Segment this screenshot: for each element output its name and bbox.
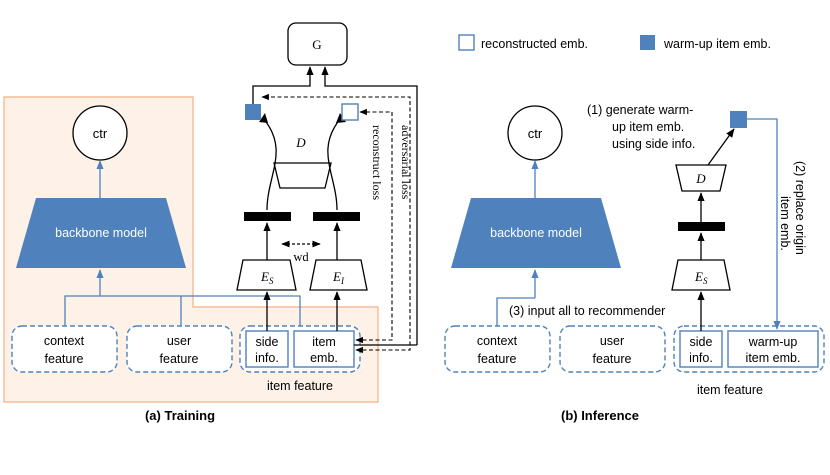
legend-reconstructed-label: reconstructed emb. bbox=[481, 37, 588, 51]
inference-ctr-label: ctr bbox=[528, 126, 543, 141]
inference-backbone-label: backbone model bbox=[490, 226, 582, 240]
training-caption: (a) Training bbox=[145, 408, 215, 423]
training-context-feature bbox=[11, 325, 118, 373]
inference-embedding-bar bbox=[678, 222, 725, 231]
legend-warmup-label: warm-up item emb. bbox=[663, 37, 771, 51]
training-user-label-2: feature bbox=[160, 352, 199, 366]
training-user-label-1: user bbox=[167, 334, 191, 348]
training-decoder-d bbox=[273, 162, 332, 189]
legend: reconstructed emb. warm-up item emb. bbox=[458, 34, 771, 51]
training-backbone-model bbox=[16, 198, 186, 268]
inference-warmup-label-2: item emb. bbox=[746, 351, 801, 365]
training-item-emb-label-1: item bbox=[312, 335, 336, 349]
training-adversarial-loss-line bbox=[261, 93, 411, 354]
training-wd-label: wd bbox=[293, 250, 309, 264]
training-item-feature-label: item feature bbox=[267, 379, 333, 393]
training-generator-g bbox=[287, 22, 348, 66]
training-panel: ctr backbone model context feature user … bbox=[3, 22, 418, 423]
training-ctr-node bbox=[72, 105, 128, 161]
training-side-info-label-1: side bbox=[256, 335, 279, 349]
training-reconstruct-loss-line bbox=[355, 108, 393, 344]
training-reconstructed-emb-square bbox=[341, 103, 359, 121]
training-adversarial-loss-label: adversarial loss bbox=[399, 125, 413, 200]
training-item-embedding-bar bbox=[313, 212, 360, 221]
inference-item-feature-label: item feature bbox=[697, 383, 763, 397]
inference-encoder-es bbox=[671, 259, 731, 291]
inference-user-feature bbox=[559, 325, 666, 373]
inference-decoder-d bbox=[675, 164, 727, 192]
inference-context-label-2: feature bbox=[478, 352, 517, 366]
inference-backbone-model bbox=[451, 198, 621, 268]
inference-panel: ctr backbone model (3) input all to reco… bbox=[444, 103, 825, 423]
inference-warmup-emb-box bbox=[727, 330, 819, 368]
training-reconstruct-loss-label: reconstruct loss bbox=[370, 125, 384, 200]
training-item-emb-label-2: emb. bbox=[310, 351, 338, 365]
inference-warmup-label-1: warm-up bbox=[748, 335, 798, 349]
inference-replace-arrow bbox=[747, 118, 781, 330]
training-context-label-2: feature bbox=[45, 352, 84, 366]
inference-side-info-box bbox=[679, 330, 723, 368]
legend-warmup-swatch bbox=[640, 35, 655, 50]
inference-step2-line-1: (2) replace origin bbox=[793, 161, 807, 255]
inference-user-label-1: user bbox=[600, 334, 624, 348]
inference-side-info-label-2: info. bbox=[689, 351, 713, 365]
training-side-info-label-2: info. bbox=[255, 351, 279, 365]
inference-user-label-2: feature bbox=[593, 352, 632, 366]
inference-ctr-node bbox=[507, 105, 563, 161]
training-ctr-label: ctr bbox=[93, 126, 108, 141]
legend-reconstructed-swatch bbox=[458, 34, 475, 51]
inference-context-label-1: context bbox=[477, 334, 518, 348]
training-warmup-emb-square bbox=[245, 104, 261, 120]
inference-step1-line-3: using side info. bbox=[612, 137, 695, 151]
inference-es-label: ES bbox=[694, 269, 708, 286]
inference-caption: (b) Inference bbox=[561, 408, 639, 423]
inference-step2-line-2: item emb. bbox=[778, 196, 792, 251]
inference-context-feature bbox=[444, 325, 551, 373]
training-d-label: D bbox=[295, 135, 306, 150]
training-user-feature bbox=[126, 325, 233, 373]
training-context-label-1: context bbox=[44, 334, 85, 348]
training-side-embedding-bar bbox=[244, 212, 291, 221]
inference-step3-label: (3) input all to recommender bbox=[509, 304, 665, 318]
inference-warmup-emb-square bbox=[730, 111, 747, 128]
inference-step1-line-1: (1) generate warm- bbox=[587, 103, 693, 117]
training-backbone-label: backbone model bbox=[55, 226, 147, 240]
training-g-label: G bbox=[312, 37, 321, 52]
inference-d-label: D bbox=[695, 171, 706, 186]
inference-side-info-label-1: side bbox=[690, 335, 713, 349]
inference-step1-line-2: up item emb. bbox=[612, 120, 684, 134]
